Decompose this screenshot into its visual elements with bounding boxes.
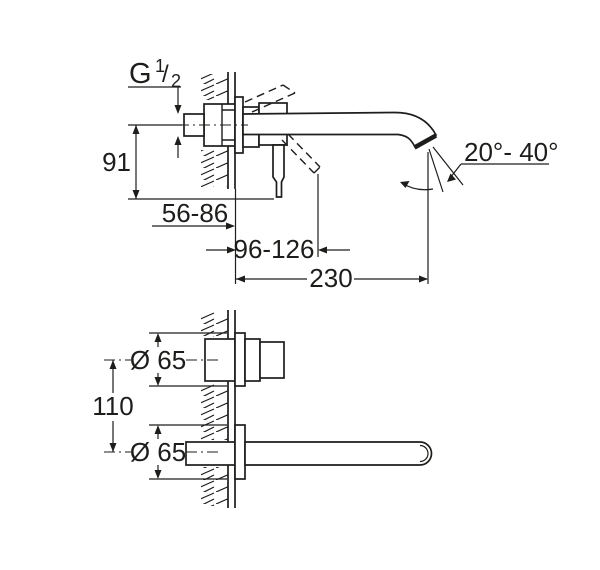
height-dimension-lines xyxy=(128,124,274,200)
lever-projection-lines xyxy=(206,174,350,257)
height-arrow-up-icon xyxy=(132,125,140,134)
wall-hatch-lower xyxy=(201,467,228,506)
handle-escutcheon-diameter-label: Ø 65 xyxy=(130,345,186,375)
installation-view: Ø 65 110 Ø 65 xyxy=(92,310,433,508)
spout-diameter-lines xyxy=(149,424,227,480)
spout-escutcheon xyxy=(234,424,246,480)
spout-projection-lines xyxy=(234,152,429,284)
spray-sweep-arrow-icon xyxy=(400,181,410,188)
center-distance-arrow-down-icon xyxy=(109,443,117,452)
wall-hatch-middle xyxy=(201,384,228,440)
handle-diameter-lines xyxy=(149,332,227,387)
spout-tip-detail xyxy=(419,444,429,463)
lever-projection-arrow-left-icon xyxy=(318,246,327,254)
lever-handle xyxy=(272,144,285,198)
height-dimension-label: 91 xyxy=(102,147,131,177)
thread-arrow-down-icon xyxy=(174,105,182,114)
spray-angle-label: 20°- 40° xyxy=(464,137,559,167)
spout-plan xyxy=(244,441,433,466)
thread-size-label: G 1 / 2 xyxy=(129,48,181,91)
spout-concealed-body xyxy=(185,441,236,466)
side-view: G 1 / 2 91 56-86 96-126 230 20°- 40° xyxy=(102,48,559,293)
lever-projection-arrow-right-icon xyxy=(227,246,236,254)
center-distance-label: 110 xyxy=(92,391,133,421)
spout-diameter-arrow-down-icon xyxy=(154,470,162,479)
thread-leader-line xyxy=(128,86,181,158)
spout-escutcheon-diameter-label: Ø 65 xyxy=(130,437,186,467)
depth-range-label: 56-86 xyxy=(162,198,229,228)
handle-diameter-arrow-up-icon xyxy=(154,333,162,342)
spray-stream-lines xyxy=(428,146,464,193)
lever-alt-position xyxy=(281,133,321,174)
wall-hatch-lower xyxy=(201,150,228,187)
spray-angle-arrow-icon xyxy=(447,173,456,182)
handle-cylinder xyxy=(244,338,261,382)
spout-projection-arrow-right-icon xyxy=(419,275,428,283)
spout-outlet xyxy=(413,133,438,150)
center-distance-arrow-up-icon xyxy=(109,360,117,369)
handle-knob xyxy=(259,341,285,379)
lever-projection-label: 96-126 xyxy=(234,234,315,264)
wall-hatch-upper xyxy=(201,74,228,100)
spout-projection-arrow-left-icon xyxy=(236,275,245,283)
depth-arrow-right-icon xyxy=(226,222,235,230)
handle-alt-position-cap xyxy=(244,84,296,113)
height-arrow-down-icon xyxy=(132,190,140,199)
spout-projection-label: 230 xyxy=(309,263,352,293)
thread-arrow-up-icon xyxy=(174,136,182,145)
unit-centerlines xyxy=(104,359,218,453)
handle-escutcheon xyxy=(234,332,246,387)
spout-diameter-arrow-up-icon xyxy=(154,425,162,434)
handle-diameter-arrow-down-icon xyxy=(154,377,162,386)
